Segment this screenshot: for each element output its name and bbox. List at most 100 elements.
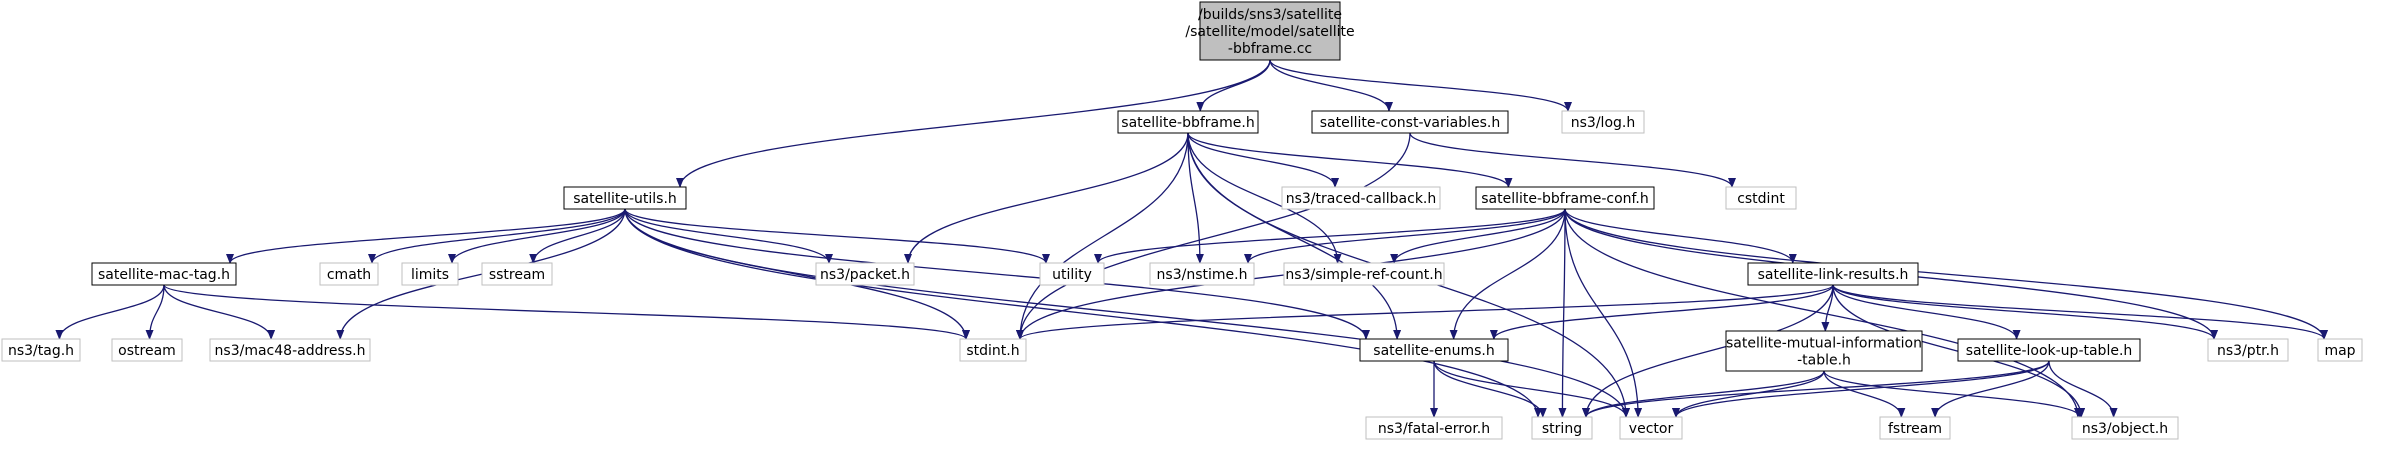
node-box (2317, 338, 2363, 362)
node-simple-ref: ns3/simple-ref-count.h (1283, 262, 1445, 286)
node-fstream: fstream (1879, 416, 1951, 440)
node-label: -table.h (1797, 353, 1851, 369)
edge-mac_tag-to-stdint (163, 284, 970, 340)
node-ns3-tag: ns3/tag.h (1, 338, 81, 362)
edge-link_results-to-ns3_ptr (1832, 284, 2218, 340)
node-link-results[interactable]: satellite-link-results.h (1747, 262, 1919, 286)
node-box (815, 262, 915, 286)
edge-enums_h-to-vector (1433, 360, 1630, 418)
edge-root-to-bbframe_h (1196, 59, 1271, 112)
node-string: string (1531, 416, 1593, 440)
edge-bbframe_conf-to-link_results (1564, 208, 1797, 264)
node-bbframe-conf[interactable]: satellite-bbframe-conf.h (1475, 186, 1655, 210)
edge-root-to-const_vars (1269, 59, 1393, 112)
edge-utils_h-to-enums_h (624, 208, 1370, 340)
edge-utils_h-to-limits (448, 208, 626, 264)
node-cstdint: cstdint (1725, 186, 1797, 210)
node-box (1475, 186, 1655, 210)
edge-bbframe_h-to-ns3_packet (904, 132, 1189, 264)
node-utils-h[interactable]: satellite-utils.h (563, 186, 687, 210)
node-box (481, 262, 553, 286)
node-box (1531, 416, 1593, 440)
node-bbframe-h[interactable]: satellite-bbframe.h (1117, 110, 1259, 134)
node-mutual-info[interactable]: satellite-mutual-information-table.h (1725, 330, 1923, 372)
edge-bbframe_conf-to-enums_h (1449, 208, 1566, 340)
node-box (319, 262, 379, 286)
node-label: ns3/simple-ref-count.h (1285, 267, 1442, 283)
node-box (2071, 416, 2179, 440)
node-label: satellite-mutual-information (1726, 336, 1922, 352)
node-vector: vector (1619, 416, 1683, 440)
node-const-vars[interactable]: satellite-const-variables.h (1311, 110, 1509, 134)
node-box (1311, 110, 1509, 134)
node-label: fstream (1888, 421, 1942, 437)
edge-link_results-to-lookup_table (1832, 284, 2021, 340)
node-box (111, 338, 183, 362)
node-box (1359, 338, 1509, 362)
node-label: satellite-look-up-table.h (1966, 343, 2133, 359)
node-ns3-ptr: ns3/ptr.h (2207, 338, 2289, 362)
node-mac48: ns3/mac48-address.h (209, 338, 371, 362)
node-label: string (1542, 421, 1582, 437)
node-box (1879, 416, 1951, 440)
node-label: map (2324, 343, 2355, 359)
node-ns3-packet: ns3/packet.h (815, 262, 915, 286)
edge-mutual_info-to-vector (1672, 370, 1825, 418)
node-label: ns3/nstime.h (1157, 267, 1248, 283)
node-label: cstdint (1737, 191, 1785, 207)
edge-utils_h-to-vector (624, 208, 1630, 418)
edge-bbframe_conf-to-utility (1094, 208, 1566, 264)
node-box (401, 262, 459, 286)
node-label: satellite-mac-tag.h (98, 267, 230, 283)
edge-utils_h-to-string (624, 208, 1542, 418)
node-label: ns3/object.h (2082, 421, 2168, 437)
edge-root-to-ns3_log (1269, 59, 1572, 112)
node-root: /builds/sns3/satellite/satellite/model/s… (1185, 1, 1355, 61)
node-limits: limits (401, 262, 459, 286)
edge-mutual_info-to-string (1582, 370, 1825, 418)
node-label: vector (1629, 421, 1674, 437)
edge-utils_h-to-cmath (368, 208, 626, 264)
node-box (1117, 110, 1259, 134)
node-label: satellite-bbframe-conf.h (1481, 191, 1649, 207)
edge-bbframe_conf-to-vector (1564, 208, 1643, 418)
node-map: map (2317, 338, 2363, 362)
edge-bbframe_conf-to-ns3_object (1564, 208, 2082, 418)
edge-root-to-utils_h (676, 59, 1271, 188)
edge-lookup_table-to-fstream (1931, 360, 2050, 418)
node-box (959, 338, 1027, 362)
node-label: cmath (327, 267, 371, 283)
node-label: ns3/traced-callback.h (1286, 191, 1437, 207)
node-label: ns3/mac48-address.h (215, 343, 366, 359)
node-ns3-nstime: ns3/nstime.h (1149, 262, 1255, 286)
node-label: -bbframe.cc (1228, 41, 1312, 57)
node-utility: utility (1039, 262, 1105, 286)
edge-mutual_info-to-ns3_object (1823, 370, 2084, 418)
node-box (91, 262, 237, 286)
node-lookup-table[interactable]: satellite-look-up-table.h (1957, 338, 2141, 362)
edge-bbframe_conf-to-simple_ref (1390, 208, 1566, 264)
edge-lookup_table-to-ns3_object (2048, 360, 2118, 418)
edge-link_results-to-stdint (1016, 284, 1834, 340)
edge-mac_tag-to-mac48 (163, 284, 276, 340)
node-box (1, 338, 81, 362)
node-ns3-object: ns3/object.h (2071, 416, 2179, 440)
node-mac-tag[interactable]: satellite-mac-tag.h (91, 262, 237, 286)
edge-mac_tag-to-ostream (145, 284, 165, 340)
node-label: ns3/fatal-error.h (1378, 421, 1490, 437)
edge-mutual_info-to-fstream (1823, 370, 1906, 418)
node-box (1365, 416, 1503, 440)
edge-link_results-to-string (1582, 284, 1834, 418)
node-fatal-error: ns3/fatal-error.h (1365, 416, 1503, 440)
node-label: ostream (118, 343, 176, 359)
edge-lookup_table-to-string (1582, 360, 2050, 418)
edge-bbframe_h-to-bbframe_conf (1187, 132, 1513, 188)
edge-const_vars-to-cstdint (1409, 132, 1736, 188)
node-enums-h[interactable]: satellite-enums.h (1359, 338, 1509, 362)
node-stdint: stdint.h (959, 338, 1027, 362)
node-label: stdint.h (966, 343, 1019, 359)
edge-utils_h-to-mac_tag (226, 208, 626, 264)
node-sstream: sstream (481, 262, 553, 286)
node-label: ns3/packet.h (820, 267, 910, 283)
